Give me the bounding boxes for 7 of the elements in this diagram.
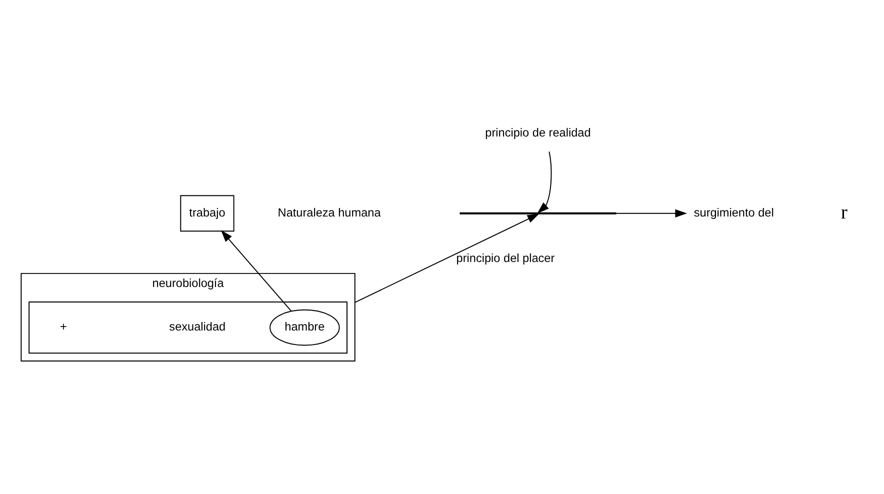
node-text: sexualidad <box>169 320 226 334</box>
label: + <box>60 320 67 334</box>
label: r <box>840 201 848 224</box>
node-text: surgimiento del <box>694 205 774 220</box>
label: Naturaleza humana <box>278 205 381 220</box>
edge-label: principio del placer <box>456 251 555 266</box>
node-text: principio de realidad <box>485 126 591 140</box>
